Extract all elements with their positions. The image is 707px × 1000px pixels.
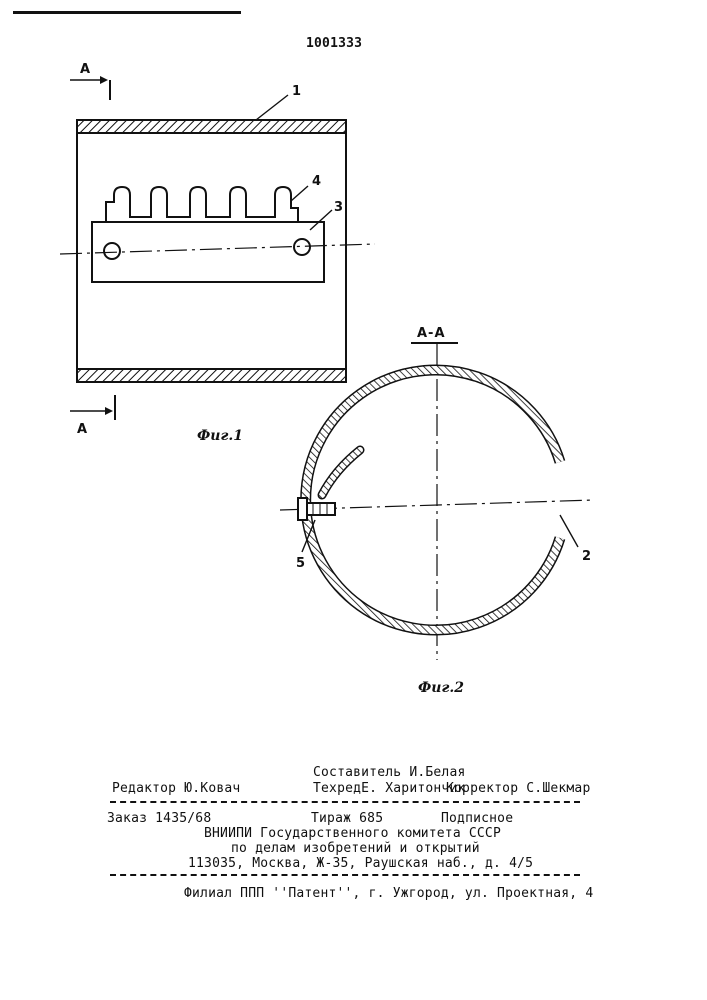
techred: ТехредЕ. Харитончик xyxy=(313,781,466,796)
figure-1-drawing xyxy=(60,76,375,420)
figure-2-drawing xyxy=(280,343,594,660)
org-line-2: по делам изобретений и открытий xyxy=(231,841,480,856)
branch: Филиал ППП ''Патент'', г. Ужгород, ул. П… xyxy=(184,886,593,901)
org-line-3: 113035, Москва, Ж-35, Раушская наб., д. … xyxy=(188,856,533,871)
subscription: Подписное xyxy=(441,811,513,826)
part-label-5: 5 xyxy=(296,556,305,571)
rule-2 xyxy=(110,874,580,876)
part-label-4: 4 xyxy=(312,174,321,189)
order: Заказ 1435/68 xyxy=(107,811,211,826)
editor: Редактор Ю.Ковач xyxy=(112,781,240,796)
section-title-aa: А-А xyxy=(417,326,446,341)
figure-1-caption: Фиг.1 xyxy=(197,428,243,444)
part-label-1: 1 xyxy=(292,84,301,99)
org-line-1: ВНИИПИ Государственного комитета СССР xyxy=(204,826,501,841)
corrector: Корректор С.Шекмар xyxy=(446,781,590,796)
compiler: Составитель И.Белая xyxy=(313,765,466,780)
part-label-3: 3 xyxy=(334,200,343,215)
circulation: Тираж 685 xyxy=(311,811,383,826)
part-label-2: 2 xyxy=(582,549,591,564)
figure-2-caption: Фиг.2 xyxy=(418,680,464,696)
patent-drawings xyxy=(0,0,707,720)
rule-1 xyxy=(110,801,580,803)
section-marker-bottom: А xyxy=(77,422,87,437)
section-marker-top: А xyxy=(80,62,90,77)
